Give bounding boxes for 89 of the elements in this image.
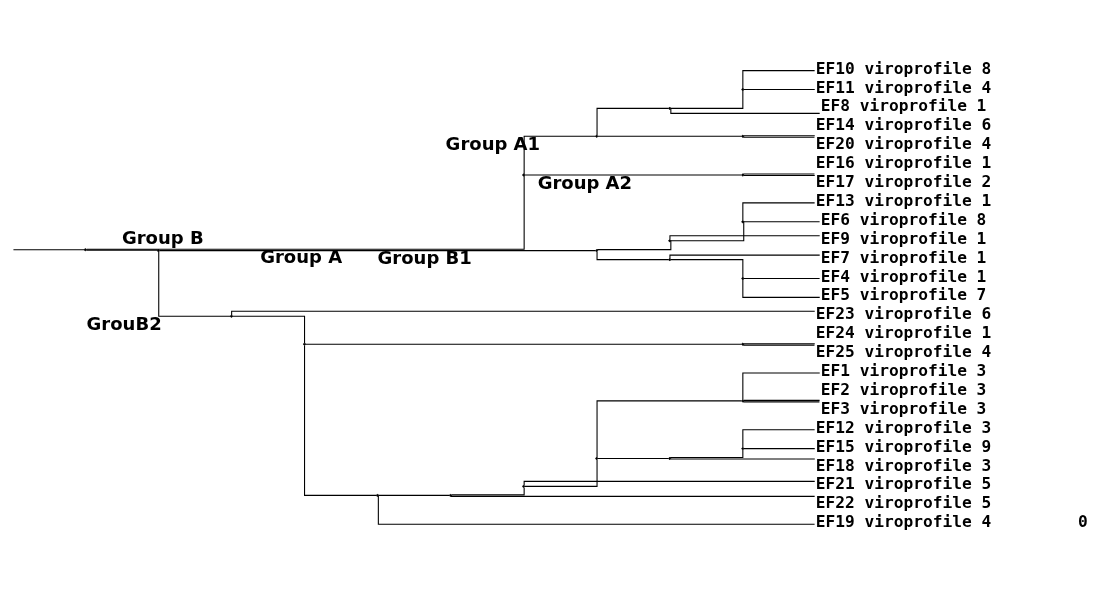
connector [670, 89, 744, 109]
edge-label: Group B1 [377, 246, 472, 268]
connector [231, 315, 306, 344]
connector [743, 220, 821, 222]
node-text: EF11 viroprofile 4 [815, 77, 992, 97]
node-point [376, 493, 379, 497]
connector [524, 458, 598, 487]
connector [596, 107, 670, 136]
node-point [449, 493, 452, 497]
node-text: EF8 viroprofile 1 [820, 95, 987, 115]
node-point [668, 257, 672, 261]
connector [742, 201, 816, 221]
connector [523, 480, 816, 486]
connector [742, 428, 816, 448]
node-point [741, 173, 745, 176]
connector [670, 457, 816, 460]
node-point [741, 134, 745, 138]
edge-label: Group A [260, 245, 343, 267]
connector [524, 173, 742, 176]
connector [596, 239, 672, 250]
connector [377, 495, 816, 525]
node-point [522, 484, 526, 488]
connector [670, 107, 821, 114]
connector [743, 447, 816, 449]
node-point [741, 87, 745, 91]
node-text: EF13 viroprofile 1 [815, 190, 992, 210]
connector [597, 135, 743, 137]
node-point [595, 456, 599, 460]
connector [596, 250, 670, 260]
node-text: EF18 viroprofile 3 [815, 455, 992, 475]
node-text: EF5 viroprofile 7 [820, 284, 987, 304]
node-point [157, 248, 160, 252]
connector [85, 249, 159, 251]
connector [669, 254, 821, 259]
node-text: EF17 viroprofile 2 [815, 171, 992, 191]
connector [86, 174, 525, 250]
node-text: EF12 viroprofile 3 [815, 417, 992, 437]
node-point [595, 134, 599, 138]
node-point [741, 219, 745, 223]
connector [231, 310, 816, 316]
node-text: EF9 viroprofile 1 [820, 228, 987, 248]
connector [450, 495, 816, 497]
label: 0 [1078, 511, 1088, 531]
node-text: EF19 viroprofile 4 [815, 511, 992, 531]
node-point [668, 238, 672, 242]
connector [669, 234, 821, 240]
node-text: EF24 viroprofile 1 [815, 322, 992, 342]
connector [670, 258, 744, 278]
node-point [522, 173, 526, 176]
node-point [595, 248, 599, 252]
node-text: EF3 viroprofile 3 [820, 398, 987, 418]
connector [743, 277, 821, 279]
node-text: EF2 viroprofile 3 [820, 379, 987, 399]
node-text: EF25 viroprofile 4 [815, 341, 992, 361]
node-text: EF1 viroprofile 3 [820, 360, 987, 380]
connector [12, 248, 85, 250]
node-text: EF21 viroprofile 5 [815, 473, 992, 493]
node-text: EF14 viroprofile 6 [815, 114, 992, 134]
node-text: EF6 viroprofile 8 [820, 209, 987, 229]
connector [158, 250, 231, 317]
node-point [741, 276, 745, 280]
connector [742, 278, 821, 298]
node-point [668, 456, 672, 460]
connector [159, 249, 597, 251]
node-text: EF22 viroprofile 5 [815, 492, 992, 512]
connector [743, 88, 816, 90]
node-text: EF10 viroprofile 8 [815, 58, 992, 78]
node-text: EF20 viroprofile 4 [815, 133, 992, 153]
node-point [668, 106, 672, 110]
edge-label: GrouB2 [86, 312, 162, 334]
node-point [741, 342, 745, 346]
connector [597, 457, 670, 459]
connector [670, 220, 745, 241]
node-text: EF15 viroprofile 9 [815, 436, 992, 456]
node-text: EF4 viroprofile 1 [820, 266, 987, 286]
node-point [303, 342, 306, 346]
edge-label: Group A2 [537, 171, 633, 192]
node-point [230, 314, 233, 318]
connector [742, 69, 816, 89]
node-text: EF7 viroprofile 1 [820, 247, 987, 267]
node-point [83, 247, 87, 251]
connector [304, 344, 378, 496]
connector [669, 448, 744, 458]
node-text: EF16 viroprofile 1 [815, 152, 992, 172]
node-text: EF23 viroprofile 6 [815, 303, 992, 323]
connector [378, 494, 451, 496]
edge-label: Group B [121, 226, 204, 248]
connector [451, 486, 525, 495]
node-point [741, 446, 745, 450]
